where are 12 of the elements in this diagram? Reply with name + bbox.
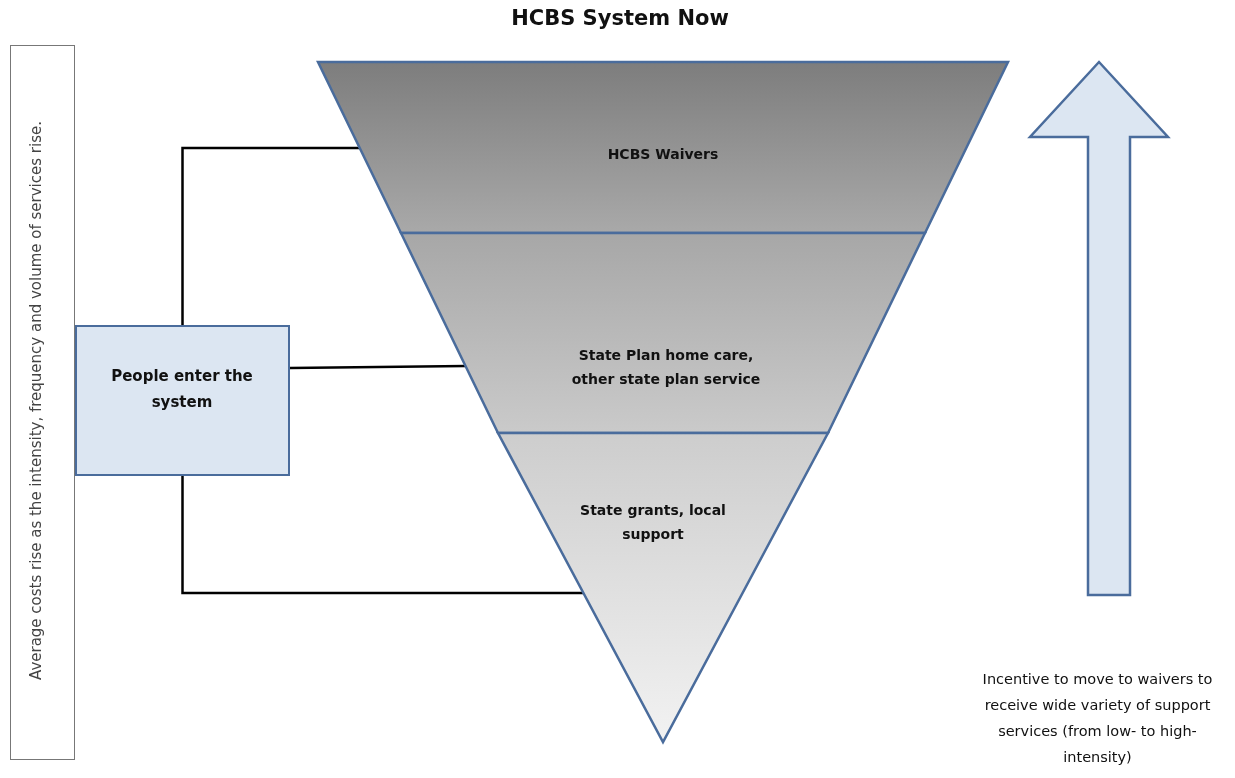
diagram-title: HCBS System Now (510, 6, 730, 30)
box-label: People enter the system (110, 366, 254, 413)
process-box (75, 325, 290, 476)
side-note-box (10, 45, 75, 760)
band-label: State grants, local support (579, 501, 727, 544)
band-label: State Plan home care, other state plan service (570, 346, 762, 389)
side-note-text: Average costs rise as the intensity, frequency and volume of services rise. (27, 120, 45, 683)
band-label: HCBS Waivers (606, 145, 720, 164)
connector-line (181, 146, 360, 325)
connector-line (290, 364, 466, 370)
connector-line (181, 476, 584, 595)
note-text: Incentive to move to waivers to receive wide variety of support services (from low- to high-intensity) (981, 670, 1214, 767)
